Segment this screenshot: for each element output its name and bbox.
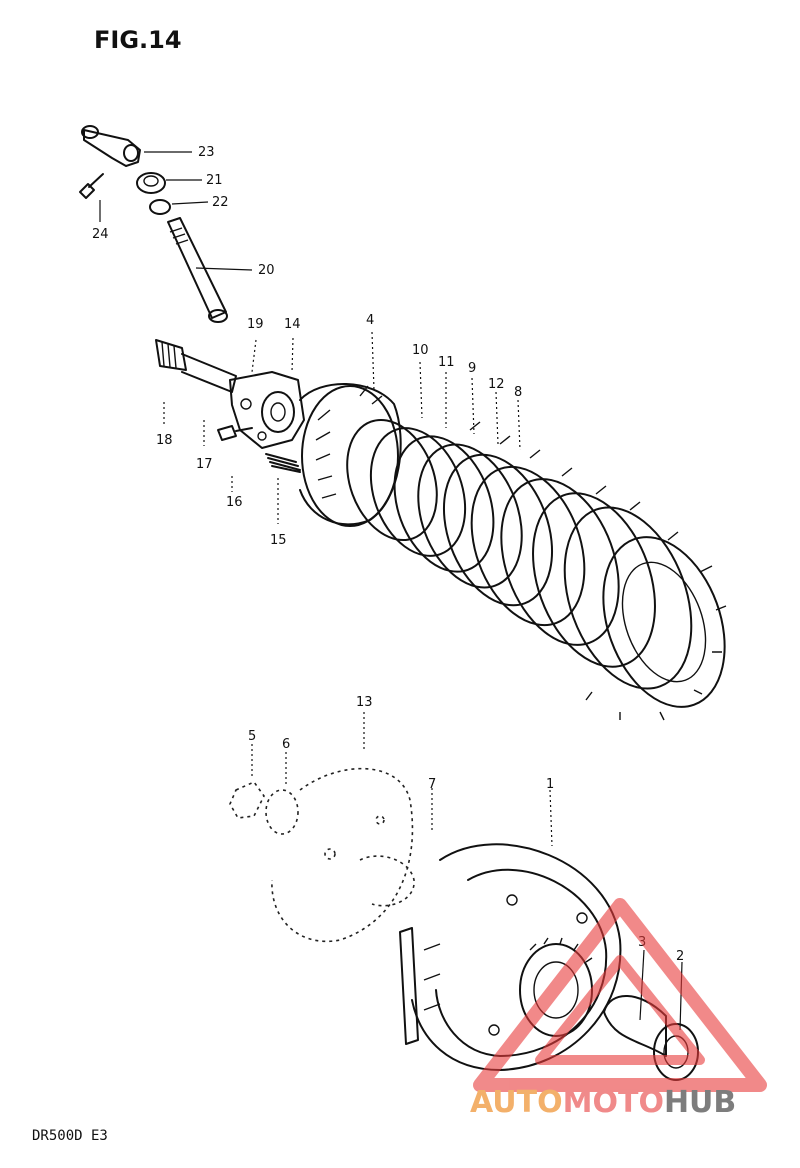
watermark-hub: HUB [664, 1085, 736, 1120]
figure-title: FIG.14 [94, 26, 182, 54]
callout-6: 6 [282, 737, 290, 752]
watermark-auto: AUTO [470, 1085, 563, 1120]
callout-9: 9 [468, 361, 476, 376]
callout-18: 18 [156, 433, 173, 448]
callout-4: 4 [366, 313, 374, 328]
part-16-screw [217, 425, 253, 441]
callout-labels: 23 21 22 24 20 19 14 4 10 11 9 12 8 18 1… [92, 145, 684, 964]
callout-1: 1 [546, 777, 554, 792]
part-13-pressure-disc [271, 767, 415, 943]
part-23-release-arm [81, 125, 141, 167]
callout-2: 2 [676, 949, 684, 964]
callout-12: 12 [488, 377, 505, 392]
callout-15: 15 [270, 533, 287, 548]
callout-24: 24 [92, 227, 109, 242]
part-20-release-shaft [167, 217, 228, 323]
callout-10: 10 [412, 343, 429, 358]
part-21-washer [136, 172, 166, 194]
part-15-spring [265, 453, 301, 473]
callout-23: 23 [198, 145, 215, 160]
part-3-bushing [603, 995, 667, 1057]
model-code: DR500D E3 [32, 1128, 108, 1144]
callout-16: 16 [226, 495, 243, 510]
clutch-plate-stack [346, 418, 727, 721]
part-4-sleeve-hub [299, 383, 402, 527]
callout-17: 17 [196, 457, 213, 472]
callout-8: 8 [514, 385, 522, 400]
part-18-push-rod [155, 339, 237, 393]
leader-lines [99, 151, 683, 1031]
callout-22: 22 [212, 195, 229, 210]
callout-13: 13 [356, 695, 373, 710]
part-22-o-ring [149, 199, 171, 215]
watermark-moto: MOTO [563, 1085, 664, 1120]
part-6-washer [265, 789, 299, 835]
part-14-pressure-plate [229, 371, 305, 449]
callout-20: 20 [258, 263, 275, 278]
watermark-text: AUTOMOTOHUB [470, 1085, 736, 1120]
callout-7: 7 [428, 777, 436, 792]
watermark-logo [473, 898, 767, 1092]
part-5-nut [229, 781, 265, 819]
callout-5: 5 [248, 729, 256, 744]
callout-19: 19 [247, 317, 264, 332]
part-24-bolt [79, 173, 104, 199]
callout-11: 11 [438, 355, 455, 370]
callout-21: 21 [206, 173, 223, 188]
callout-14: 14 [284, 317, 301, 332]
